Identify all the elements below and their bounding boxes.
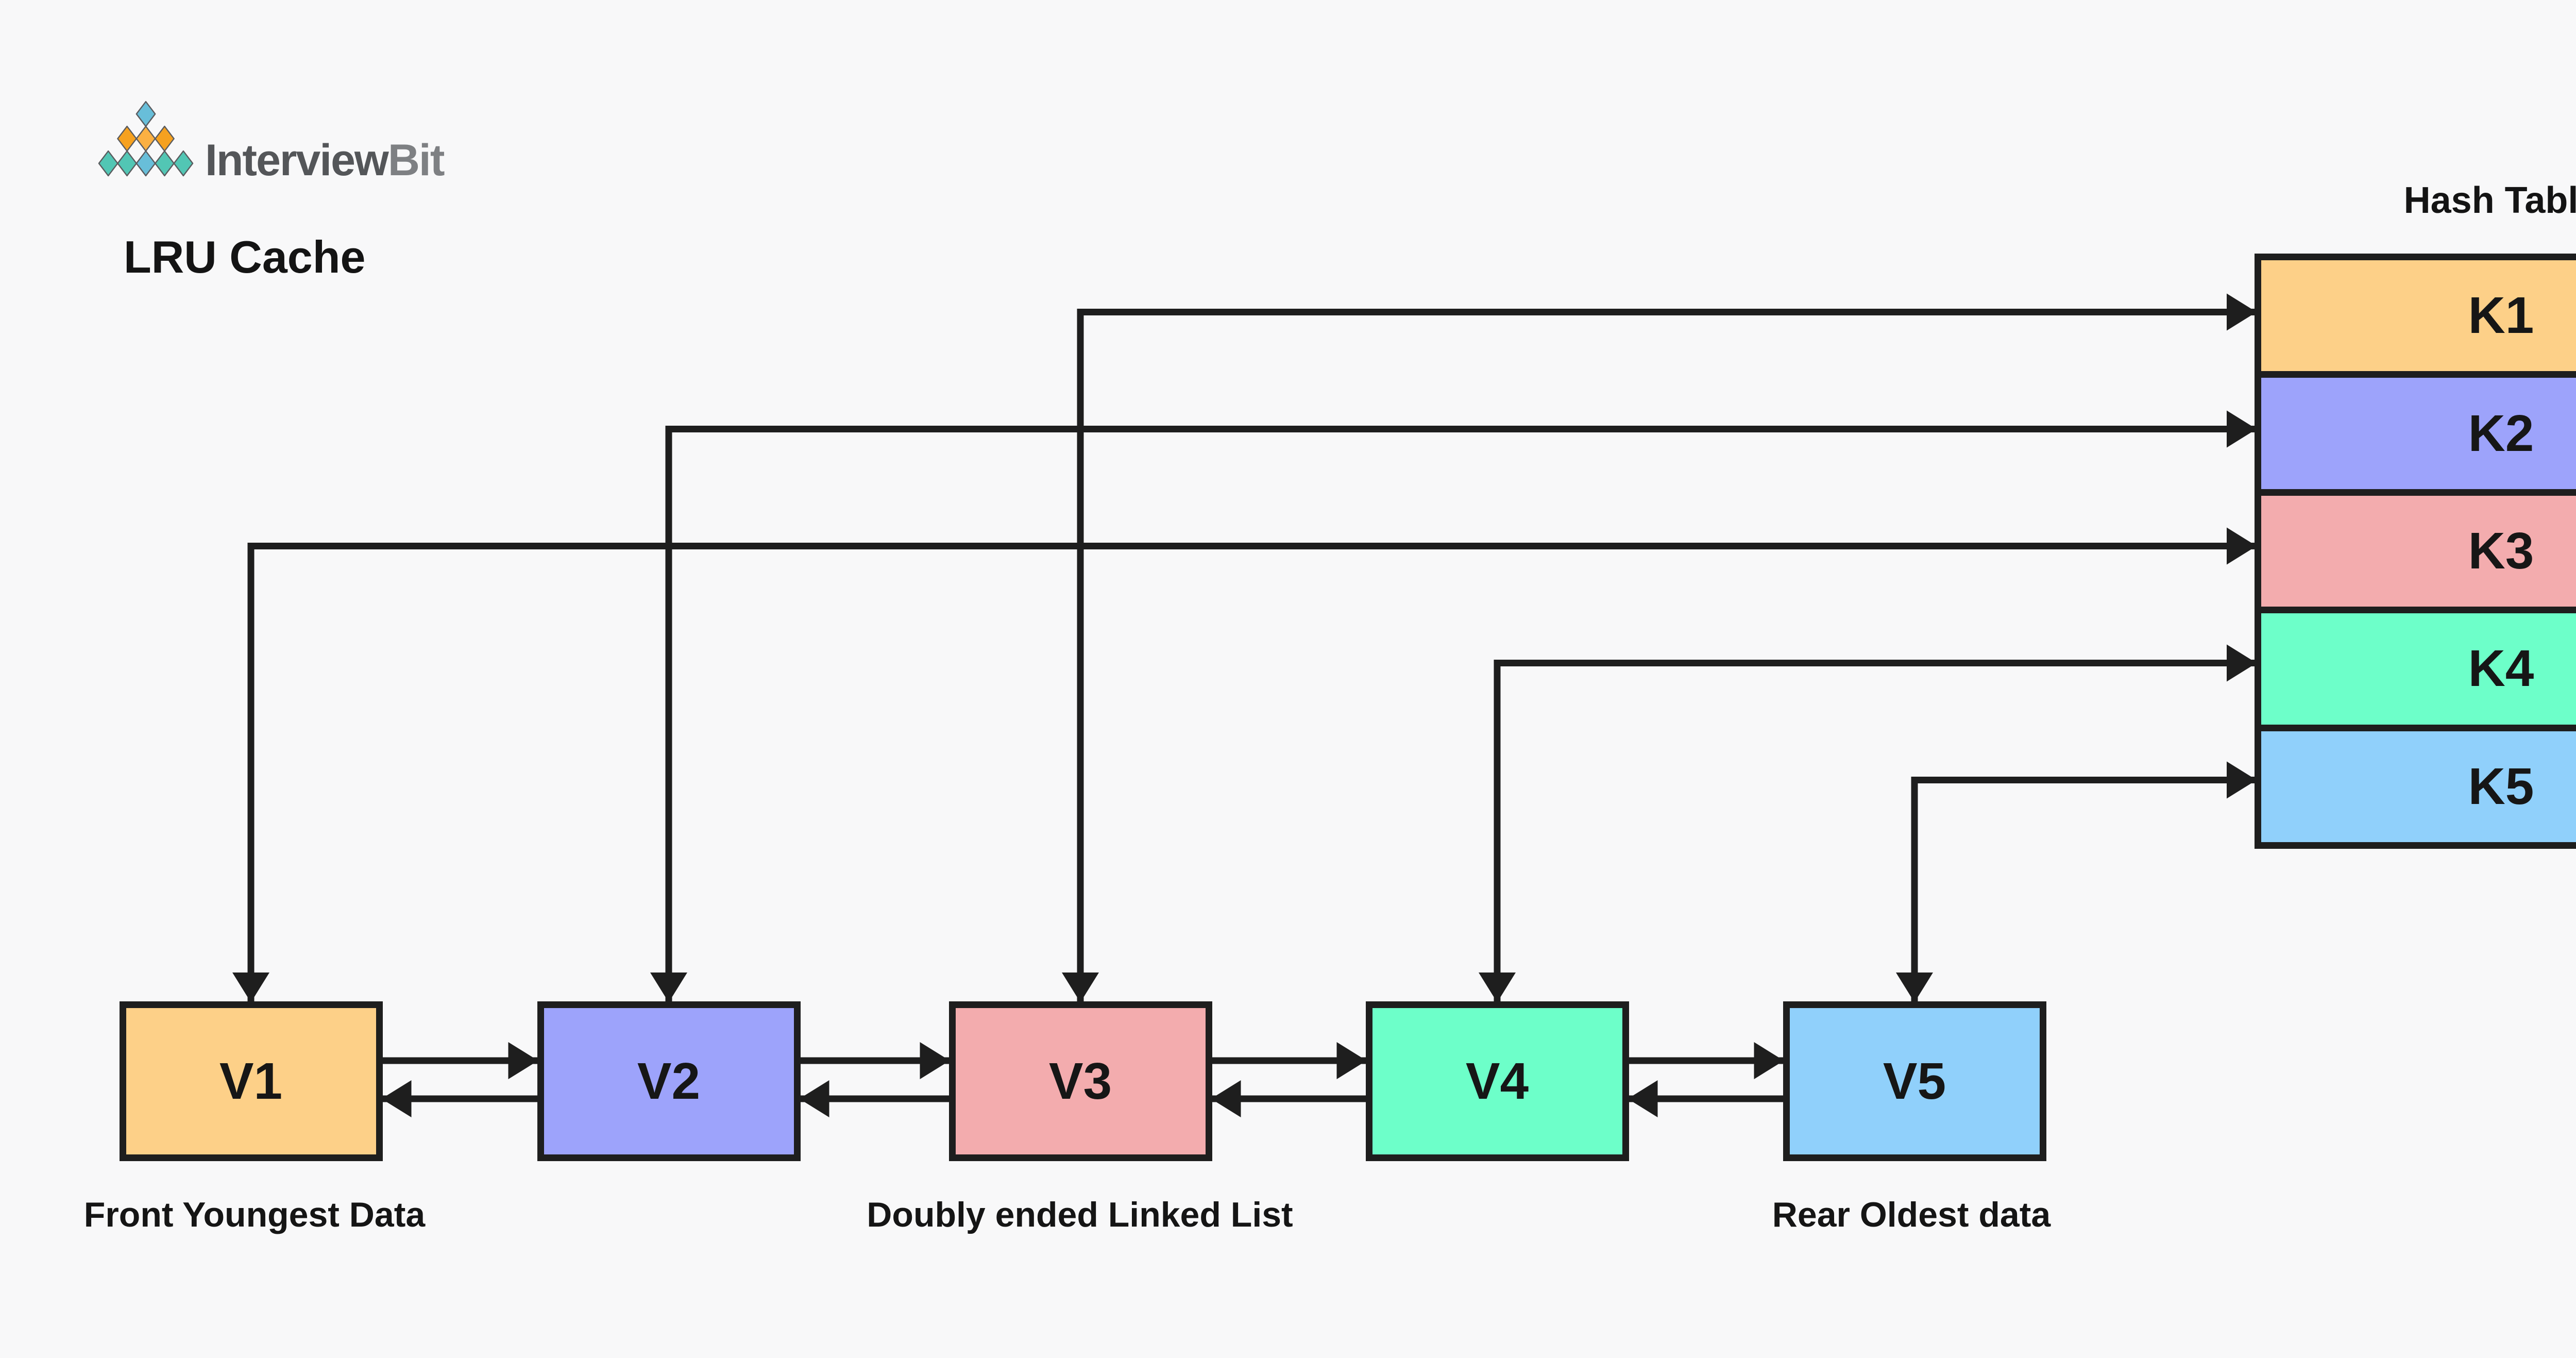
connector-k1-v3 <box>1062 293 2257 1002</box>
interviewbit-logo: InterviewBit <box>98 100 445 185</box>
hash-row-label: K4 <box>2468 640 2534 698</box>
list-node-v3: V3 <box>948 1001 1212 1161</box>
logo-diamond <box>117 125 137 152</box>
hash-row-k2: K2 <box>2261 371 2576 489</box>
list-node-v4: V4 <box>1365 1001 1629 1161</box>
brand-name-secondary: Bit <box>387 136 445 185</box>
hash-row-k4: K4 <box>2261 607 2576 725</box>
connector-k5-v5 <box>1896 761 2257 1002</box>
hash-row-k1: K1 <box>2261 260 2576 372</box>
page-title: LRU Cache <box>124 231 366 282</box>
list-node-label: V4 <box>1465 1052 1529 1110</box>
hash-row-label: K3 <box>2468 522 2534 580</box>
hash-row-k5: K5 <box>2261 724 2576 843</box>
logo-diamond <box>155 150 175 177</box>
caption-rear-oldest-data: Rear Oldest data <box>1772 1195 2051 1234</box>
list-node-label: V3 <box>1048 1052 1112 1110</box>
hash-row-label: K5 <box>2468 757 2534 815</box>
logo-diamond <box>135 150 156 177</box>
hash-table-title: Hash Table <box>2403 180 2576 221</box>
logo-diamond <box>173 150 194 177</box>
connector-k4-v4 <box>1479 644 2257 1002</box>
logo-diamond <box>98 150 118 177</box>
logo-diamond <box>155 125 175 152</box>
list-node-v2: V2 <box>537 1001 801 1161</box>
hash-row-label: K2 <box>2468 404 2534 462</box>
caption-front-youngest-data: Front Youngest Data <box>83 1195 426 1234</box>
connector-k3-v1 <box>232 527 2257 1002</box>
interviewbit-logo-icon <box>98 100 194 177</box>
logo-diamond <box>117 150 137 177</box>
logo-diamond <box>135 125 156 152</box>
logo-diamond <box>135 100 156 127</box>
brand-name-primary: Interview <box>205 136 389 185</box>
list-node-v5: V5 <box>1783 1001 2046 1161</box>
list-node-label: V5 <box>1883 1052 1946 1110</box>
connector-k2-v2 <box>650 410 2257 1002</box>
interviewbit-logo-text: InterviewBit <box>205 136 445 185</box>
hash-row-k3: K3 <box>2261 489 2576 607</box>
list-node-label: V2 <box>637 1052 701 1110</box>
caption-doubly-ended-linked-list: Doubly ended Linked List <box>867 1195 1293 1234</box>
hash-row-label: K1 <box>2468 287 2534 345</box>
list-node-v1: V1 <box>119 1001 383 1161</box>
list-node-label: V1 <box>219 1052 283 1110</box>
